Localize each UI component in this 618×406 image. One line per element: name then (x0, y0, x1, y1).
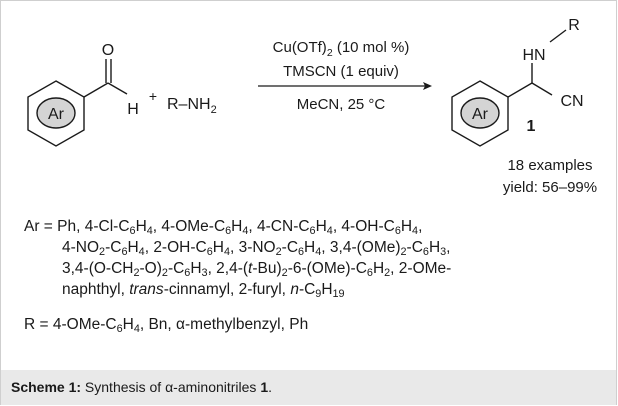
caption-label: Scheme 1: (11, 379, 82, 395)
product-ring-circle (460, 97, 500, 129)
product-ring (451, 29, 567, 147)
examples-count: 18 examples (507, 157, 592, 174)
condition-catalyst: Cu(OTf)2 (10 mol %) (273, 39, 410, 59)
amine: R–NH2 (167, 96, 217, 116)
reaction-scheme: Ar O H + R–NH2 Cu(OTf)2 (10 mol %) TMSCN… (27, 17, 597, 196)
ar-line-2: 4-NO2-C6H4, 2-OH-C6H4, 3-NO2-C6H4, 3,4-(… (62, 239, 451, 258)
reaction-arrowhead (423, 82, 432, 90)
caption-number: 1 (260, 379, 269, 395)
aldehyde-hydrogen: H (127, 101, 139, 118)
product-number: 1 (527, 118, 536, 135)
condition-reagent: TMSCN (1 equiv) (283, 63, 399, 80)
carbonyl-oxygen: O (102, 42, 114, 59)
condition-solvent: MeCN, 25 °C (297, 96, 386, 113)
aldehyde-ring (27, 59, 128, 147)
ar-line-3: 3,4-(O-CH2-O)2-C6H3, 2,4-(t-Bu)2-6-(OMe)… (62, 260, 452, 279)
caption-text: Synthesis of α-aminonitriles (81, 379, 261, 395)
ar-definitions: Ar = Ph, 4-Cl-C6H4, 4-OMe-C6H4, 4-CN-C6H… (24, 218, 423, 237)
product-r: R (568, 17, 580, 34)
product-cn: CN (560, 93, 583, 110)
r-definitions: R = 4-OMe-C6H4, Bn, α-methylbenzyl, Ph (24, 316, 309, 335)
ring-circle (36, 97, 76, 129)
ar-line-4: naphthyl, trans-cinnamyl, 2-furyl, n-C9H… (62, 281, 345, 300)
product-ring-label: Ar (472, 106, 489, 123)
ring-label: Ar (48, 106, 65, 123)
product-nh: HN (522, 47, 545, 64)
yield-range: yield: 56–99% (503, 179, 597, 196)
plus-sign: + (149, 88, 157, 104)
substituent-definitions: Ar = Ph, 4-Cl-C6H4, 4-OMe-C6H4, 4-CN-C6H… (24, 216, 451, 335)
scheme-caption: Scheme 1: Synthesis of α-aminonitriles 1… (1, 370, 616, 405)
